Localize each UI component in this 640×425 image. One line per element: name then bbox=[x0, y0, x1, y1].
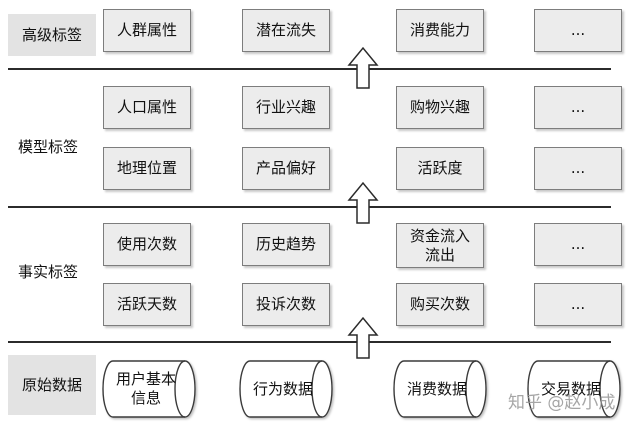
tag-box-ellipsis: ... bbox=[534, 147, 622, 190]
cylinder-transaction-data bbox=[527, 360, 621, 418]
tag-box-ellipsis: ... bbox=[534, 223, 622, 266]
tag-box: 潜在流失 bbox=[242, 9, 330, 52]
tag-box: 活跃天数 bbox=[103, 283, 191, 326]
tag-box-ellipsis: ... bbox=[534, 9, 622, 52]
tag-box: 地理位置 bbox=[103, 147, 191, 190]
tag-box: 行业兴趣 bbox=[242, 86, 330, 129]
tag-box: 购买次数 bbox=[396, 283, 484, 326]
up-arrow-icon bbox=[347, 181, 379, 224]
tag-box: 资金流入 流出 bbox=[396, 223, 484, 268]
layer-label-text: 原始数据 bbox=[21, 375, 82, 394]
tag-box: 活跃度 bbox=[396, 147, 484, 190]
up-arrow-icon bbox=[347, 46, 379, 89]
watermark: 知乎 @赵小成 bbox=[508, 393, 616, 413]
tag-box-ellipsis: ... bbox=[534, 283, 622, 326]
tag-box: 投诉次数 bbox=[242, 283, 330, 326]
layer-divider bbox=[8, 206, 611, 208]
cylinder-user-info bbox=[102, 360, 196, 418]
layer-divider bbox=[8, 68, 611, 70]
layer-divider bbox=[8, 341, 611, 343]
layer-label-fact: 事实标签 bbox=[18, 262, 78, 281]
layer-label-text: 模型标签 bbox=[18, 138, 79, 156]
layer-label-raw: 原始数据 bbox=[8, 355, 96, 415]
tag-box: 人群属性 bbox=[103, 9, 191, 52]
layer-label-advanced: 高级标签 bbox=[8, 14, 96, 56]
tag-box: 购物兴趣 bbox=[396, 86, 484, 129]
tag-box: 消费能力 bbox=[396, 9, 484, 52]
layer-label-model: 模型标签 bbox=[18, 137, 78, 156]
layer-label-text: 事实标签 bbox=[18, 263, 79, 281]
tag-box-ellipsis: ... bbox=[534, 86, 622, 129]
up-arrow-icon bbox=[347, 316, 379, 359]
cylinder-behavior-data bbox=[239, 360, 333, 418]
tag-box: 使用次数 bbox=[103, 223, 191, 266]
tag-box: 历史趋势 bbox=[242, 223, 330, 266]
tag-box: 人口属性 bbox=[103, 86, 191, 129]
layer-label-text: 高级标签 bbox=[21, 25, 82, 44]
tag-box: 产品偏好 bbox=[242, 147, 330, 190]
cylinder-consumption-data bbox=[393, 360, 487, 418]
